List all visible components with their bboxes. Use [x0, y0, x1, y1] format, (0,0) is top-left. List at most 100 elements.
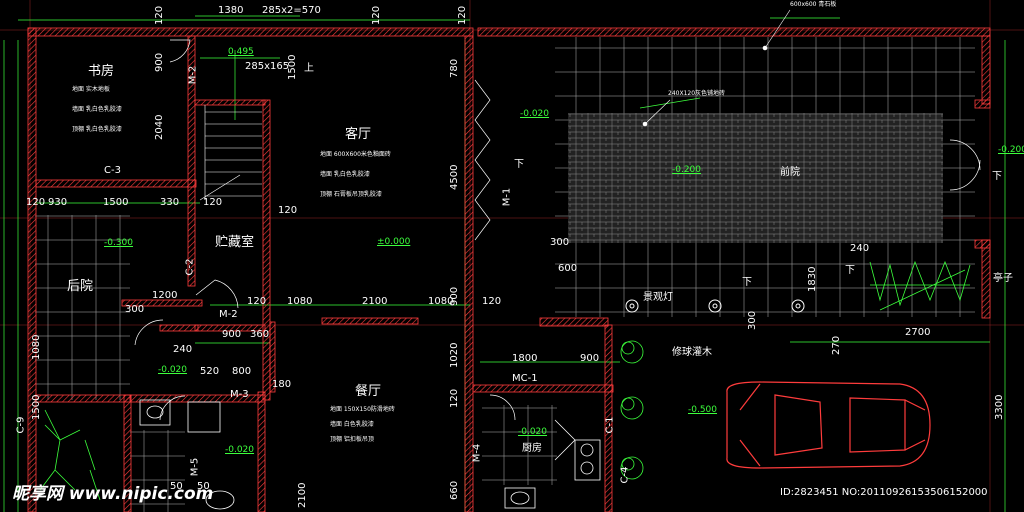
dim-mid-930: 930: [48, 197, 68, 208]
level-east: -0.200: [998, 145, 1024, 155]
spec-study-wall: 墙面 乳白色乳胶漆: [72, 106, 122, 113]
dim-left-2100: 2100: [297, 482, 308, 508]
bath-fixtures: [139, 399, 235, 510]
tag-door-m3: M-3: [230, 389, 249, 400]
tag-down-b: 下: [992, 171, 1002, 182]
dim-mid-120c: 120: [278, 205, 298, 216]
tag-door-m4: M-4: [471, 443, 483, 463]
dim-bot-1080: 1080: [287, 296, 313, 307]
dim-right-2700: 2700: [905, 327, 931, 338]
dim-r3-1200: 1200: [152, 290, 178, 301]
dim-dining-1800: 1800: [512, 353, 538, 364]
dim-mid-120: 120: [26, 197, 46, 208]
dim-top-120a: 120: [154, 5, 165, 25]
label-shrubs: 修球灌木: [672, 347, 712, 358]
dim-stair-285x165: 285x165: [245, 61, 290, 72]
dim-top-120b: 120: [371, 5, 382, 25]
spec-dining-ceiling: 顶棚 铝扣板吊顶: [330, 436, 374, 443]
dim-mid-1500: 1500: [103, 197, 129, 208]
dim-right-3300: 3300: [994, 394, 1005, 420]
tag-door-m2b: M-2: [187, 65, 199, 85]
room-living: 客厅: [345, 127, 372, 142]
staircase: [199, 105, 262, 201]
dim-left-900: 900: [154, 52, 165, 72]
tag-c9: C-9: [15, 416, 27, 434]
dim-bot-2100: 2100: [362, 296, 388, 307]
watermark-id: ID:2823451 NO:20110926153506152000: [780, 487, 988, 498]
dim-mid-120b: 120: [203, 197, 223, 208]
spec-dining-floor: 地面 150X150防滑地砖: [330, 406, 395, 413]
tag-mc1: MC-1: [512, 373, 538, 384]
level-drive: -0.500: [688, 405, 718, 415]
tag-down-c: 下: [742, 277, 752, 288]
dim-r3-300: 300: [125, 304, 145, 315]
kitchen-tiles: [482, 405, 557, 485]
tag-door-m5: M-5: [189, 457, 201, 477]
dim-left-50b: 50: [197, 481, 210, 492]
spec-living-ceiling: 顶棚 石膏板吊顶乳胶漆: [320, 191, 382, 198]
dim-bot-1080b: 1080: [428, 296, 454, 307]
watermark-logo: 昵享网 www.nipic.com: [12, 484, 214, 504]
level-porch: -0.020: [520, 109, 550, 119]
dim-dining-800: 800: [232, 366, 252, 377]
tag-c4: C-4: [619, 466, 631, 484]
tag-c3: C-3: [104, 165, 121, 176]
dim-left-1020: 1020: [449, 342, 460, 368]
dim-left-1080: 1080: [31, 334, 42, 360]
note-leaders: [642, 9, 791, 127]
label-pavilion: 亭子: [993, 273, 1013, 284]
level-stair: 0.495: [228, 47, 254, 57]
room-study: 书房: [88, 64, 115, 79]
landscape-lamps: [625, 299, 805, 313]
spec-study-floor: 地面 实木地板: [72, 86, 110, 93]
room-kitchen: 厨房: [522, 443, 542, 454]
kitchen-fixtures: [504, 419, 601, 509]
tag-down-d: 下: [845, 265, 855, 276]
label-landscape-light: 景观灯: [643, 292, 673, 303]
walls: [27, 27, 991, 512]
tag-down-a: 下: [514, 159, 524, 170]
dim-top-780: 780: [449, 58, 460, 78]
dim-mid-330: 330: [160, 197, 180, 208]
level-backyard: -0.300: [104, 238, 134, 248]
car-outline: [726, 381, 931, 469]
dim-r3-900: 900: [222, 329, 242, 340]
dim-left-2040: 2040: [154, 114, 165, 140]
level-kitchen: -0.020: [518, 427, 548, 437]
shrubs: [39, 260, 971, 501]
dim-top-120c: 120: [457, 5, 468, 25]
backyard-tiles: [35, 215, 130, 400]
dim-right-270: 270: [831, 335, 842, 355]
dimension-lines: [3, 15, 1006, 512]
dim-bot-120: 120: [247, 296, 267, 307]
dim-r3-360: 360: [250, 329, 270, 340]
level-corridor: -0.020: [158, 365, 188, 375]
note-stone: 600x600 青石板: [790, 1, 837, 8]
dim-right-300: 300: [550, 237, 570, 248]
room-dining: 餐厅: [355, 384, 382, 399]
tag-up: 上: [304, 63, 314, 74]
level-yard: -0.200: [672, 165, 702, 175]
room-frontyard: 前院: [780, 167, 800, 178]
note-brick: 240X120灰色铺地砖: [668, 90, 726, 97]
tag-door-m1: M-1: [501, 187, 513, 207]
dim-left-4500: 4500: [449, 164, 460, 190]
room-storage: 贮藏室: [215, 235, 255, 250]
doors: [134, 39, 981, 421]
tag-c1: C-1: [604, 416, 616, 434]
dim-dining-900: 900: [580, 353, 600, 364]
spec-dining-wall: 墙面 白色乳胶漆: [330, 421, 374, 428]
spec-study-ceiling: 顶棚 乳白色乳胶漆: [72, 126, 122, 133]
tag-c2: C-2: [184, 258, 196, 276]
room-backyard: 后院: [67, 279, 94, 294]
dim-right-300b: 300: [747, 310, 758, 330]
bath-tiles: [130, 430, 185, 512]
dim-left-180: 180: [272, 379, 292, 390]
brick-paving: [568, 113, 943, 243]
dim-dining-520: 520: [200, 366, 220, 377]
dim-right-240: 240: [850, 243, 870, 254]
dim-bot-120b: 120: [482, 296, 502, 307]
dim-left-660: 660: [449, 480, 460, 500]
